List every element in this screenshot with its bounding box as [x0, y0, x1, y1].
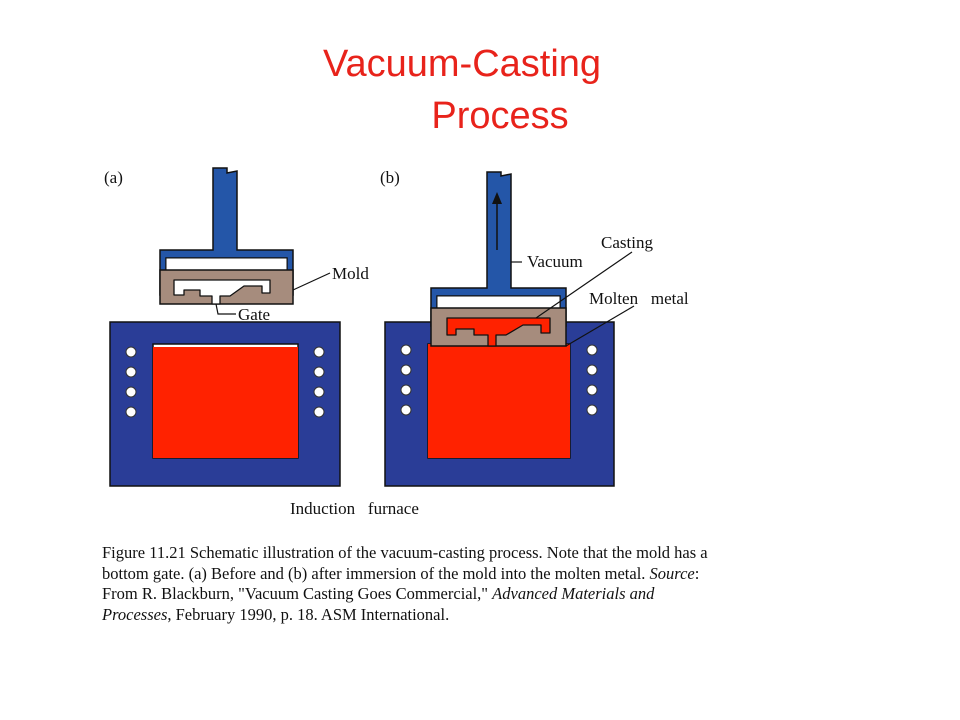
caption-journal-title-part-1: Advanced Materials and: [492, 584, 655, 603]
gate-label: Gate: [238, 305, 270, 324]
caption-line-4: Processes, February 1990, p. 18. ASM Int…: [102, 605, 862, 626]
caption-line-2: bottom gate. (a) Before and (b) after im…: [102, 564, 862, 585]
mold-label: Mold: [332, 264, 369, 283]
casting-b: [446, 317, 551, 347]
induction-furnace-label: Induction furnace: [290, 499, 419, 518]
panel-b: [384, 171, 635, 487]
induction-coil-a: [125, 346, 325, 418]
page-title-line-1: Vacuum-Casting: [322, 43, 602, 85]
induction-coil-b: [400, 344, 598, 416]
caption-source-colon: :: [694, 563, 700, 583]
mold-top-band-b: [436, 295, 561, 309]
molten-metal-label: Molten metal: [589, 289, 689, 308]
panel-a-label: (a): [104, 168, 123, 187]
caption-journal-title-part-2: Processes: [102, 604, 168, 624]
figure-caption: Figure 11.21 Schematic illustration of t…: [102, 543, 862, 625]
caption-line-4-text: , February 1990, p. 18. ASM Internationa…: [167, 604, 450, 624]
caption-line-1: Figure 11.21 Schematic illustration of t…: [102, 543, 708, 562]
caption-line-2-text: bottom gate. (a) Before and (b) after im…: [102, 563, 650, 583]
mold-cavity-a: [173, 279, 271, 305]
caption-line-3-text: From R. Blackburn, "Vacuum Casting Goes …: [102, 584, 493, 603]
panel-b-label: (b): [380, 168, 400, 187]
page-title-line-2: Process: [431, 95, 569, 137]
caption-line-3: From R. Blackburn, "Vacuum Casting Goes …: [102, 584, 862, 605]
vacuum-arrow-icon: [492, 192, 502, 250]
panel-a: [109, 167, 341, 487]
casting-label: Casting: [601, 233, 653, 252]
mold-top-band-a: [165, 257, 288, 271]
caption-source-label: Source: [649, 563, 695, 583]
vacuum-label: Vacuum: [527, 252, 583, 271]
molten-metal-a: [153, 347, 298, 458]
molten-metal-b: [428, 344, 570, 458]
